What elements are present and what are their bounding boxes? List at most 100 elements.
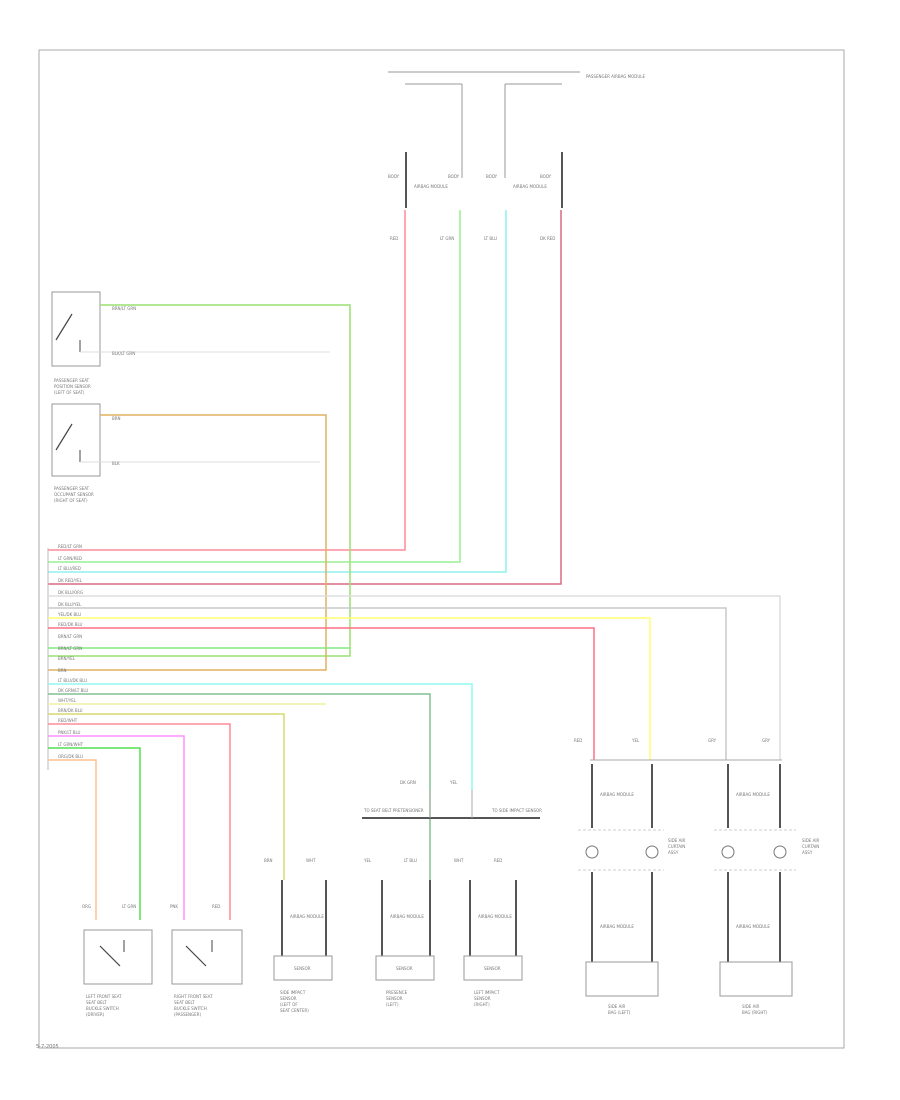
squib-icon [585, 845, 599, 859]
wire-cyan [48, 683, 473, 790]
buckle-wire-label: RED [212, 904, 220, 909]
module-caption: SEAT CENTER) [280, 1008, 309, 1013]
squib-icon [645, 845, 659, 859]
passenger-position-switch: BRN/LT GRN BLK/LT GRN PASSENGER SEAT POS… [48, 291, 351, 657]
wire-light-blue [48, 210, 507, 573]
buckle-caption: (DRIVER) [86, 1012, 105, 1017]
connector-label: BODY [388, 174, 400, 179]
squib-icon [721, 845, 735, 859]
module-caption: SENSOR [474, 996, 491, 1001]
harness-label: PNK/LT BLU [58, 730, 81, 735]
harness-label: DK RED/YEL [58, 578, 83, 583]
center-module-1: AIRBAG MODULE SENSOR SIDE IMPACT SENSOR … [273, 880, 333, 1013]
side-note: CURTAIN [802, 844, 819, 849]
wire-label: LT GRN [440, 236, 454, 241]
module-inner-label: AIRBAG MODULE [600, 924, 634, 929]
buckle-caption: RIGHT FRONT SEAT [174, 994, 213, 999]
wire-red [48, 210, 406, 551]
harness-label: LT GRN/RED [58, 556, 82, 561]
top-wires [48, 210, 562, 585]
wire-label: LT BLU [404, 858, 417, 863]
module-caption: LEFT IMPACT [474, 990, 500, 995]
bus-label: TO SEAT BELT PRETENSIONER [363, 808, 424, 813]
wire-peach [48, 759, 97, 920]
harness-label: WHT/YEL [58, 698, 77, 703]
wire-label: WHT [454, 858, 464, 863]
harness-label: BRN/DK BLU [58, 708, 83, 713]
side-note: SIDE AIR [668, 838, 686, 843]
module-caption: BAG (RIGHT) [742, 1010, 768, 1015]
side-note: ASSY [802, 850, 813, 855]
harness-label: BRN/LT GRN [58, 634, 82, 639]
module-caption: SENSOR [280, 996, 297, 1001]
harness-label: BRN [58, 668, 67, 673]
connector-label: BODY [448, 174, 460, 179]
wire-yellow [48, 617, 651, 760]
switch-caption: PASSENGER SEAT [54, 486, 90, 491]
wire-pink [48, 735, 185, 920]
harness-label: DK BLU/YEL [58, 602, 82, 607]
wire-label: YEL [363, 858, 372, 863]
wire-olive [48, 713, 285, 880]
module-caption: SIDE AIR [608, 1004, 626, 1009]
wire-bright-green [48, 747, 141, 920]
harness-bus [47, 548, 781, 920]
buckle-caption: BUCKLE SWITCH [86, 1006, 119, 1011]
wire-label: DK RED [540, 236, 555, 241]
harness-label: RED/WHT [58, 718, 78, 723]
switch-caption: POSITION SENSOR [54, 384, 91, 389]
buckle-caption: LEFT FRONT SEAT [86, 994, 122, 999]
wire-light-green [48, 210, 461, 563]
module-inner-label: AIRBAG MODULE [736, 924, 770, 929]
module-caption: SIDE IMPACT [280, 990, 306, 995]
side-note: SIDE AIR [802, 838, 820, 843]
module-inner-label: AIRBAG MODULE [290, 914, 324, 919]
wire-label: RED [574, 738, 582, 743]
buckle-caption: BUCKLE SWITCH [174, 1006, 207, 1011]
wire-label: GRY [708, 738, 717, 743]
harness-label: RED/LT GRN [58, 544, 82, 549]
module-inner-label: AIRBAG MODULE [736, 792, 770, 797]
buckle-wire-label: LT GRN [122, 904, 136, 909]
harness-label: LT GRN/WHT [58, 742, 84, 747]
module-caption: (RIGHT) [474, 1002, 490, 1007]
harness-labels: RED/LT GRN LT GRN/RED LT BLU/RED DK RED/… [57, 544, 88, 759]
wire-dark-red [48, 210, 562, 585]
module-caption: SENSOR [386, 996, 403, 1001]
harness-label: RED/DK BLU [58, 622, 82, 627]
wire-dark-green [48, 693, 431, 880]
wire-label: YEL [449, 780, 458, 785]
wire-label: RED [390, 236, 398, 241]
squib-icon [773, 845, 787, 859]
top-connectors: BODY BODY BODY BODY AIRBAG MODULE AIRBAG… [388, 152, 563, 241]
switch-caption: (RIGHT OF SEAT) [54, 498, 88, 503]
passenger-occupant-switch: BRN BLK PASSENGER SEAT OCCUPANT SENSOR (… [48, 403, 327, 671]
module-box-label: SENSOR [484, 966, 501, 971]
center-module-3: AIRBAG MODULE SENSOR LEFT IMPACT SENSOR … [463, 880, 523, 1007]
header-note: PASSENGER AIRBAG MODULE [586, 74, 645, 79]
buckle-caption: SEAT BELT [86, 1000, 107, 1005]
module-caption: (LEFT) [386, 1002, 399, 1007]
switch-wire-top: BRN [112, 416, 121, 421]
buckle-switch-passenger: PNK RED RIGHT FRONT SEAT SEAT BELT BUCKL… [170, 904, 243, 1017]
right-wire-labels: RED YEL GRY GRY [574, 738, 782, 761]
wire-label: BRN [264, 858, 273, 863]
diagram-frame [38, 49, 845, 1049]
center-bus: TO SEAT BELT PRETENSIONER TO SIDE IMPACT… [362, 790, 542, 819]
center-wire-labels: BRN WHT YEL LT BLU WHT RED DK GRN YEL [264, 780, 502, 863]
harness-label: LT BLU/RED [58, 566, 81, 571]
wire-red-2 [48, 723, 231, 920]
switch-caption: OCCUPANT SENSOR [54, 492, 94, 497]
wire-label: DK GRN [400, 780, 416, 785]
wire-gray-1 [48, 595, 781, 760]
harness-label: BRN/LT GRN [58, 646, 82, 651]
module-inner-label: AIRBAG MODULE [478, 914, 512, 919]
switch-caption: PASSENGER SEAT [54, 378, 90, 383]
diagram-footer-id: 5-7-2005 [36, 1044, 59, 1050]
switch-wire-bottom: BLK [112, 461, 120, 466]
module-caption: BAG (LEFT) [608, 1010, 631, 1015]
buckle-wire-label: ORG [82, 904, 91, 909]
buckle-wire-label: PNK [170, 904, 178, 909]
wire-label: LT BLU [484, 236, 497, 241]
connector-label: BODY [540, 174, 552, 179]
